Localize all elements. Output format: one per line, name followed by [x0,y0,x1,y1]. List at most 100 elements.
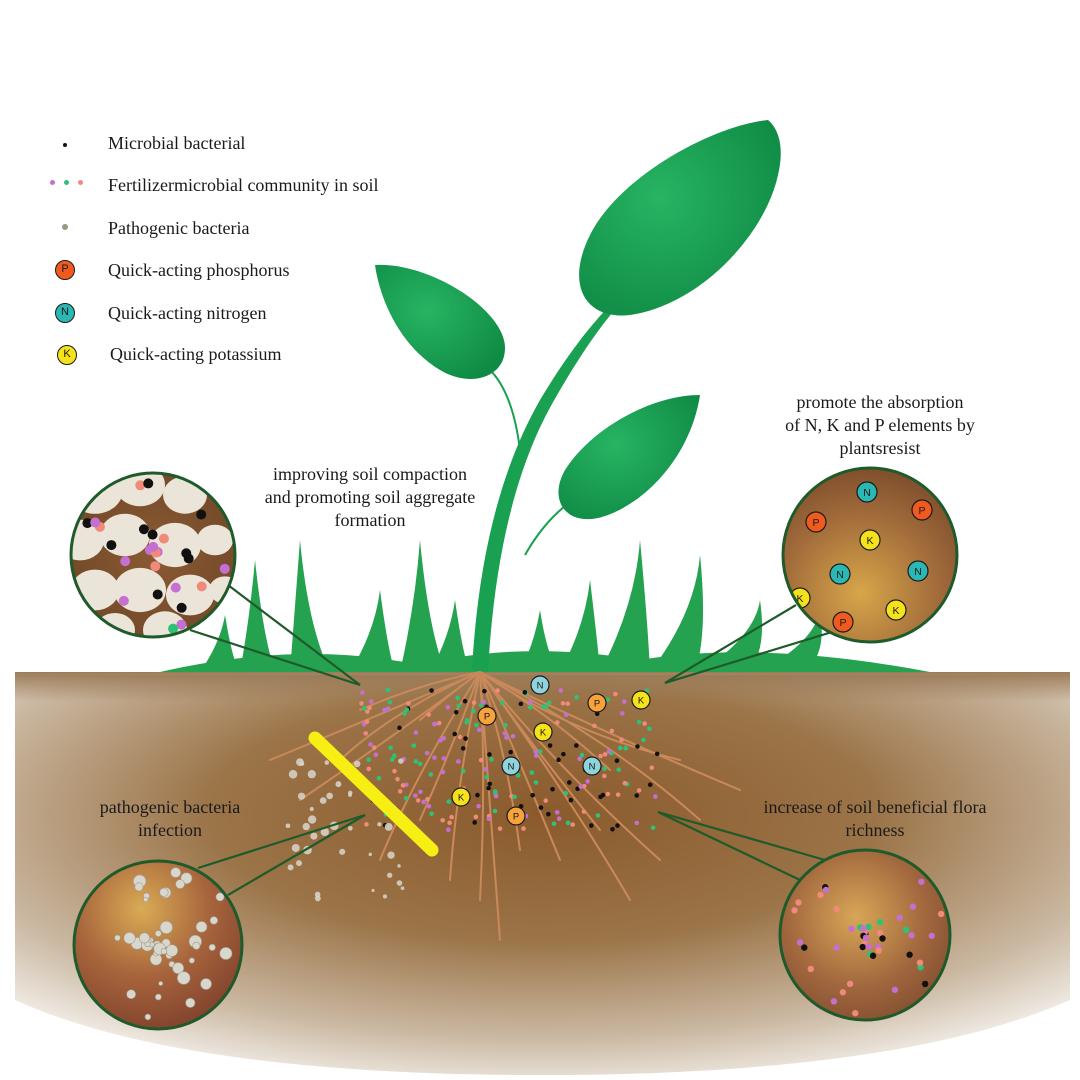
pathogen-dot [310,832,318,840]
svg-text:P: P [918,505,925,517]
pathogen-dot [398,758,404,764]
microbe-dot [862,934,870,942]
microbe-dot [440,817,445,823]
callout-lines [189,584,833,896]
microbe-dot [635,744,640,749]
pathogen-dot [400,886,405,891]
microbe-dot [456,703,462,709]
microbe-dot [373,752,379,758]
pathogen-dot [326,792,333,800]
microbe-dot [418,789,423,795]
microbe-dot [579,752,585,758]
microbe-dot [891,986,899,993]
microbe-dot [578,784,584,790]
pathogen-dot [335,781,342,788]
microbe-dot [563,790,569,796]
microbe-dot [497,826,503,831]
microbe-dot [483,767,488,772]
microbe-dot [533,780,539,785]
microbe-dot [543,704,549,710]
svg-text:N: N [836,569,844,581]
nutrient-N-marker: N [582,756,602,776]
microbe-dot [462,698,468,704]
pathogen-dot [339,848,346,855]
microbe-dot [486,816,492,822]
microbe-dot [360,690,365,695]
microbe-dot [446,799,452,804]
pathogen-dot [295,860,302,867]
microbe-dot [487,781,493,787]
microbe-dot [120,556,131,567]
svg-text:K: K [892,605,899,617]
microbe-dot [413,793,418,798]
pathogen-dot [154,930,162,937]
microbe-dot [574,694,579,700]
pathogen-dot [302,822,310,831]
pathogen-dot [160,948,168,955]
pathogen-dot [123,932,136,945]
svg-text:N: N [537,680,544,691]
microbe-dot [602,752,608,757]
microbe-dot [495,688,500,693]
pathogen-dot [397,864,401,868]
legend-label-nitrogen: Quick-acting nitrogen [108,303,267,323]
microbe-dot [533,749,539,755]
microbe-dot [106,540,117,551]
microbe-dot [558,688,564,693]
pathogen-dot [287,864,294,871]
left-petiole [489,369,521,451]
nutrient-N-marker: N [856,481,878,503]
microbe-dot [482,688,487,694]
microbe-dot [478,757,484,763]
soil-aggregate [163,476,207,514]
microbe-dot [875,947,882,954]
microbe-dot [367,705,372,711]
microbe-dot [441,736,447,741]
microbe-dot [371,745,377,751]
microbe-dot [471,708,476,714]
svg-text:N: N [914,566,922,578]
microbe-dot [622,780,628,786]
nutrient-K-marker: K [885,599,907,621]
pathogen-dot [384,822,393,831]
microbe-dot [138,524,149,535]
microbe-dot [937,910,945,918]
microbe-dot [366,757,371,762]
microbe-dot [647,726,652,731]
microbe-dot [533,753,539,758]
microbe-dot [605,791,611,797]
microbe-dot [568,797,574,803]
pathogen-dot [200,978,212,990]
microbe-dot [426,803,432,809]
pathogen-dot [319,797,327,804]
soil-particles [285,687,660,902]
microbe-dot [400,783,406,788]
pathogen-dot [368,852,372,857]
svg-text:N: N [508,761,515,772]
microbe-dot [424,750,430,756]
pathogen-dot [143,896,149,903]
microbe-dot [170,582,181,593]
microbe-dot [567,780,572,785]
microbe-dot [595,813,601,818]
microbe-dot [554,810,560,815]
microbe-dot [476,727,482,733]
microbe-dot [641,737,646,743]
microbe-dot [452,731,458,737]
microbe-dot [152,589,163,600]
microbe-dot [522,690,528,695]
nutrient-N-marker: N [829,563,851,585]
microbe-dot [543,798,549,803]
microbe-dot [476,803,481,809]
root-strand [479,671,561,861]
microbe-dot [830,998,838,1005]
microbe-dot [610,826,615,832]
microbe-dot [918,878,925,885]
microbe-dot [807,965,814,973]
microbe-dot [429,688,434,693]
microbe-dot [502,730,508,736]
microbe-dot [527,705,533,710]
microbe-dot [364,822,369,827]
microbe-dot [413,759,419,764]
